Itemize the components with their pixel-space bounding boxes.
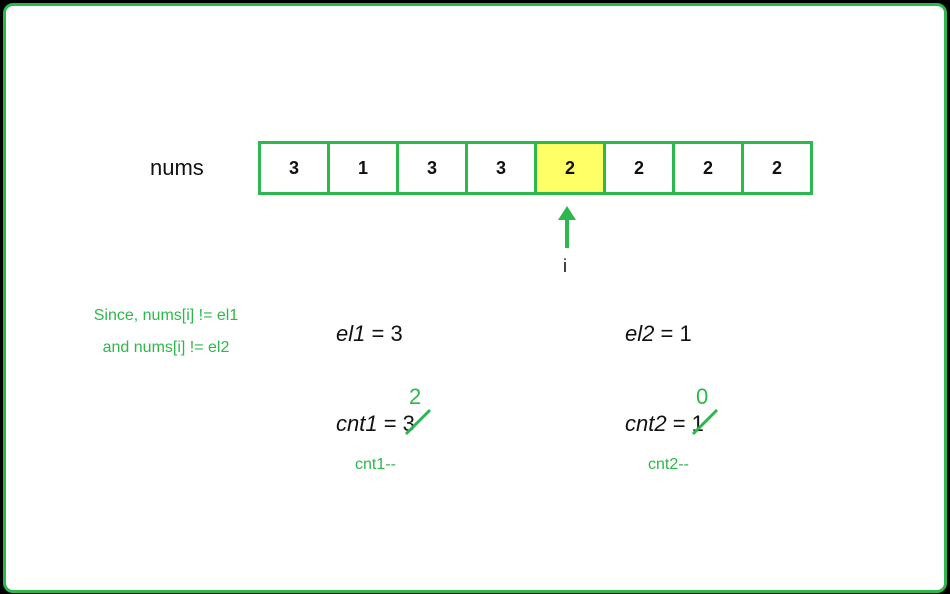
cnt2-strike-icon [691,408,719,436]
cnt1-equals: = [377,411,403,436]
array-cell: 3 [258,141,330,195]
cnt2-old-value: 1 [691,411,704,436]
pointer-label: i [563,256,567,276]
el1-equals: = [365,321,391,346]
el2-value: 1 [679,321,692,346]
array-cell: 3 [396,141,468,195]
cnt2-name: cnt2 [625,411,667,436]
el1-value: 3 [390,321,403,346]
condition-note: Since, nums[i] != el1 and nums[i] != el2 [66,300,266,364]
array-label: nums [150,155,204,180]
el2-equation: el2 = 1 [625,321,692,347]
array-cell: 2 [741,141,813,195]
array-cell: 2 [672,141,744,195]
array-cell: 2 [603,141,675,195]
cnt1-name: cnt1 [336,411,378,436]
array-cell: 2 [534,141,606,195]
cnt1-new-value: 2 [409,384,422,409]
el1-equation: el1 = 3 [336,321,403,347]
cnt2-operation: cnt2-- [648,456,689,473]
condition-line-1: Since, nums[i] != el1 [93,307,239,324]
array-cell: 1 [327,141,399,195]
cnt1-strike-icon [404,408,432,436]
el1-name: el1 [336,321,366,346]
cnt1-operation: cnt1-- [355,456,396,473]
pointer-arrow-icon [558,206,576,248]
cnt2-equation: cnt2 = 1 [625,411,704,437]
el2-equals: = [654,321,680,346]
el2-name: el2 [625,321,655,346]
cnt2-new-value: 0 [696,384,709,409]
diagram-card [3,3,947,593]
cnt2-equals: = [666,411,692,436]
condition-line-2: and nums[i] != el2 [102,339,230,356]
array-cell: 3 [465,141,537,195]
